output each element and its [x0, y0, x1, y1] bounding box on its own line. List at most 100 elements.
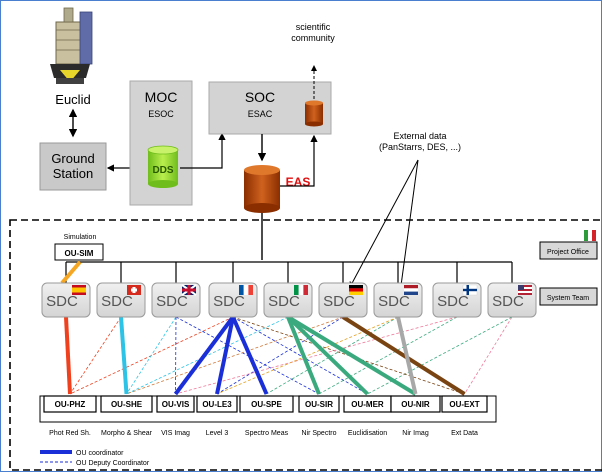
deputy-link — [266, 316, 399, 395]
ou-links — [64, 315, 513, 396]
netherlands-flag-icon — [404, 285, 418, 295]
ou-description: Morpho & Shear — [101, 430, 153, 437]
ou-description: Level 3 — [206, 430, 229, 437]
coordinator-link — [396, 316, 418, 395]
ou-box — [100, 395, 153, 413]
ou-name: OU-VIS — [162, 400, 190, 409]
sdc-label: SDC — [492, 293, 524, 310]
deputy-link — [175, 316, 177, 395]
coordinator-link — [119, 316, 129, 395]
sdc-label: SDC — [101, 293, 133, 310]
sdc-label: SDC — [213, 293, 245, 310]
ou-description: Phot Red Sh. — [49, 430, 91, 437]
deputy-link — [367, 316, 513, 395]
ou-node-ou-ext: OU-EXT Ext Data — [441, 395, 488, 437]
italy-flag-icon — [584, 230, 596, 241]
ou-node-ou-spe: OU-SPE Spectro Meas — [239, 395, 294, 437]
eas-label: EAS — [286, 175, 311, 189]
deputy-link — [126, 316, 177, 395]
sdc-node-germany: SDC — [318, 282, 368, 318]
deputy-link — [175, 316, 458, 395]
spain-flag-icon — [72, 285, 86, 295]
france-flag-icon — [239, 285, 253, 295]
ou-description: VIS Imag — [161, 430, 190, 437]
sdc-node-netherlands: SDC — [373, 282, 423, 318]
ou-box — [239, 395, 294, 413]
ou-box — [390, 395, 441, 413]
ou-name: OU-SPE — [251, 400, 282, 409]
coordinator-link — [231, 316, 269, 395]
sdc-row: SDC SDC SDC SDC SDC SDC SDC SDC SDC — [41, 282, 537, 318]
sdc-label: SDC — [268, 293, 300, 310]
ou-name: OU-PHZ — [55, 400, 86, 409]
moc-subtitle: ESOC — [148, 109, 174, 119]
sdc-node-spain: SDC — [41, 282, 91, 318]
sdc-bus — [60, 260, 513, 285]
coordinator-link — [286, 316, 321, 395]
deputy-link — [175, 316, 320, 395]
coordinator-link — [286, 315, 417, 396]
ou-box — [156, 395, 195, 413]
coordinator-link — [215, 316, 235, 395]
ou-name: OU-MER — [351, 400, 384, 409]
ou-description: Ext Data — [451, 430, 478, 437]
deputy-link — [232, 316, 368, 395]
ou-box — [298, 395, 340, 413]
eas-database-icon — [244, 165, 280, 213]
coordinator-link — [286, 315, 369, 396]
italy-flag-icon — [294, 285, 308, 295]
euclid-satellite-icon — [50, 7, 93, 84]
project-office-box — [539, 241, 598, 260]
sim-link — [60, 260, 82, 285]
ou-description: Spectro Meas — [245, 430, 289, 437]
system-team-label: System Team — [547, 295, 589, 302]
legend-coordinator-label: OU coordinator — [76, 450, 124, 457]
sdc-node-uk: SDC — [151, 282, 201, 318]
sdc-region-border — [9, 219, 604, 471]
ou-box — [196, 395, 238, 413]
soc-database-icon — [305, 100, 323, 127]
ou-description: Nir Spectro — [301, 430, 336, 437]
sdc-node-usa: SDC — [487, 282, 537, 318]
external-data-label: External data(PanStarrs, DES, ...) — [379, 131, 461, 152]
sdc-label: SDC — [323, 293, 355, 310]
system-team-box — [539, 287, 598, 306]
usa-flag-icon — [518, 285, 532, 295]
sdc-label: SDC — [378, 293, 410, 310]
euclid-label: Euclid — [55, 92, 90, 107]
sdc-label: SDC — [437, 293, 469, 310]
dds-database-icon — [147, 145, 179, 188]
ou-name: OU-EXT — [449, 400, 479, 409]
ou-box — [43, 395, 97, 413]
ou-sim-label: OU-SIM — [65, 249, 94, 258]
germany-flag-icon — [349, 285, 363, 295]
ou-name: OU-LE3 — [202, 400, 232, 409]
ou-box — [441, 395, 488, 413]
soc-title: SOC — [245, 89, 275, 105]
ground-station-box — [39, 142, 107, 191]
sdc-node-switzerland: SDC — [96, 282, 146, 318]
ou-description: Nir Imag — [402, 430, 429, 437]
deputy-link — [126, 316, 344, 395]
ou-node-ou-phz: OU-PHZ Phot Red Sh. — [43, 395, 97, 437]
deputy-link — [318, 316, 458, 395]
uk-flag-icon — [181, 284, 197, 296]
sdc-node-italy: SDC — [263, 282, 313, 318]
deputy-link — [69, 316, 122, 395]
deputy-link — [216, 316, 399, 395]
ou-sim-box — [54, 243, 104, 261]
deputy-link — [464, 316, 513, 395]
sdc-node-finland: SDC — [432, 282, 482, 318]
project-office-label: Project Office — [547, 249, 589, 256]
coordinator-link — [173, 315, 235, 396]
soc-subtitle: ESAC — [248, 109, 273, 119]
